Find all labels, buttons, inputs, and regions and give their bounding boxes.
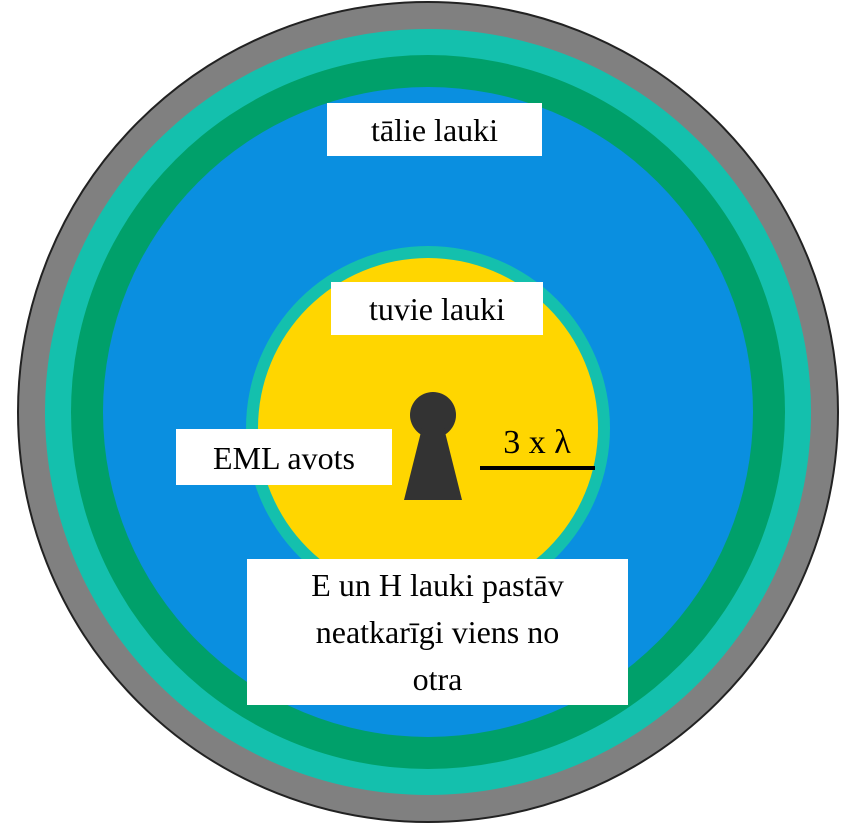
near-fields-label-box <box>331 282 543 335</box>
source-label: EML avots <box>176 429 392 485</box>
independence-line-2: neatkarīgi viens no <box>316 614 559 650</box>
far-fields-label-box <box>327 103 542 156</box>
source-label-box <box>176 429 392 485</box>
source-label-text: EML avots <box>213 440 355 476</box>
keyhole-icon <box>404 392 462 500</box>
distance-label-text: 3 x λ <box>503 424 571 461</box>
distance-marker: 3 x λ <box>480 424 595 470</box>
near-fields-label: tuvie lauki <box>331 282 543 335</box>
far-fields-label-text: tālie lauki <box>371 112 498 148</box>
independence-line-1: E un H lauki pastāv <box>311 567 563 603</box>
independence-label-box <box>247 559 628 705</box>
far-fields-label: tālie lauki <box>327 103 542 156</box>
independence-label: E un H lauki pastāv neatkarīgi viens no … <box>247 559 628 705</box>
independence-line-3: otra <box>413 661 463 697</box>
near-fields-label-text: tuvie lauki <box>369 291 505 327</box>
